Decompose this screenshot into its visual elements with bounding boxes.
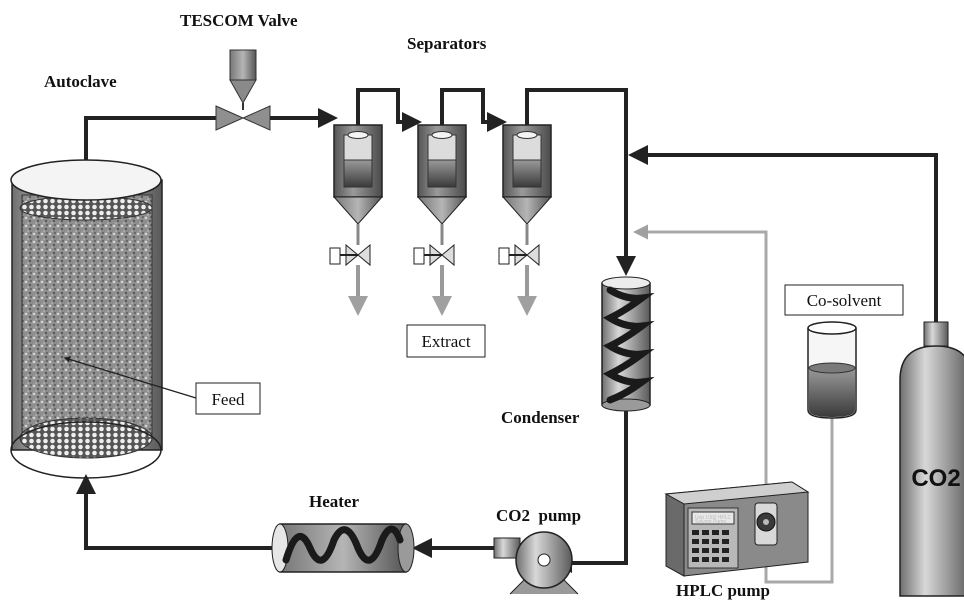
co2-cylinder-label: CO2 xyxy=(911,465,960,492)
co-solvent-label-box xyxy=(784,284,904,316)
condenser xyxy=(601,276,655,412)
heater-coil xyxy=(282,525,404,564)
co-solvent-label: Co-solvent xyxy=(807,291,882,310)
feed-label-box xyxy=(195,382,261,415)
co2-pump xyxy=(493,531,579,595)
autoclave-label: Autoclave xyxy=(44,72,117,91)
heater xyxy=(271,523,415,573)
heater-label: Heater xyxy=(309,492,359,511)
separator-2 xyxy=(413,124,468,316)
extract-label-box xyxy=(406,324,486,358)
svg-text:Solvent Pump: Solvent Pump xyxy=(695,519,726,525)
tescom-valve-label: TESCOM Valve xyxy=(180,11,298,30)
pipe-heater-to-autoclave xyxy=(76,474,280,550)
separator-1 xyxy=(329,124,384,316)
separators-label: Separators xyxy=(407,34,487,53)
co2-cylinder xyxy=(899,321,964,597)
pipe-autoclave-to-valve xyxy=(84,116,216,168)
co-solvent-beaker xyxy=(807,321,857,419)
tescom-valve xyxy=(215,49,282,131)
feed-pointer-line xyxy=(63,356,197,399)
pipe-separator-1-to-2 xyxy=(356,88,422,135)
pipe-hplc-to-line xyxy=(633,224,768,500)
feed-label: Feed xyxy=(211,390,245,409)
pipe-separator-2-to-3 xyxy=(440,88,507,135)
autoclave xyxy=(10,159,163,479)
main-piping xyxy=(76,88,938,573)
hplc-pump: Unit 1000 HPLC Solvent Pump xyxy=(664,481,810,577)
pipe-condenser-to-pump xyxy=(552,410,628,573)
hplc-keypad xyxy=(692,530,729,562)
pipe-separator-3-to-condenser xyxy=(525,88,636,276)
extract-label: Extract xyxy=(421,332,470,351)
hplc-pump-label: HPLC pump xyxy=(676,581,770,600)
pipe-co2-to-line xyxy=(628,145,938,330)
condenser-label: Condenser xyxy=(501,408,580,427)
svg-text:Unit 1000 HPLC: Unit 1000 HPLC xyxy=(695,515,732,521)
separator-3 xyxy=(498,124,553,316)
co2-pump-label: CO2 pump xyxy=(496,506,581,525)
condenser-coil xyxy=(602,286,655,404)
